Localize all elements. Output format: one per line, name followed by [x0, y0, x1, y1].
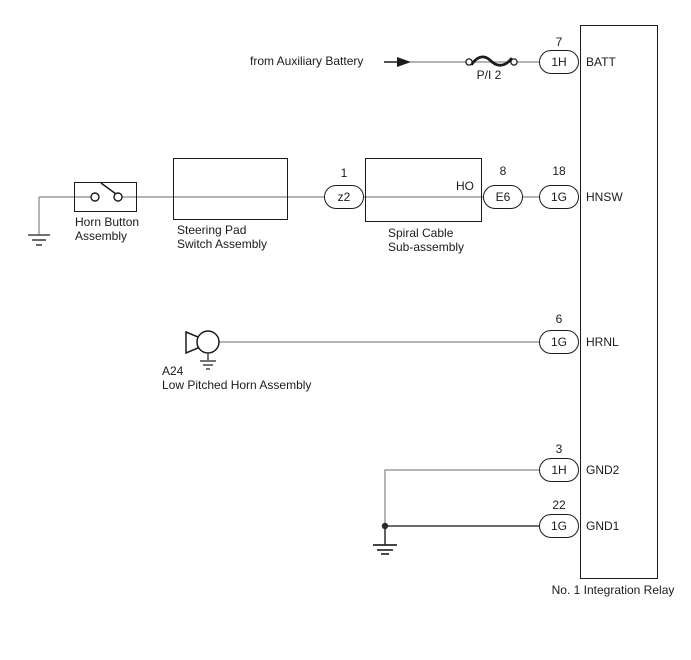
integration-relay-label: No. 1 Integration Relay: [551, 583, 675, 597]
gnd2-connector-code: 1H: [551, 463, 567, 477]
gnd2-terminal-label: GND2: [586, 463, 620, 477]
wire-gnd2: [384, 469, 541, 526]
ground-icon-main: [373, 544, 397, 555]
spiral-cable-label-line2: Sub-assembly: [388, 240, 465, 254]
spiral-cable-box: [365, 158, 482, 222]
hrnl-connector-oval: 1G: [539, 330, 579, 354]
steering-pad-label-line1: Steering Pad: [177, 223, 247, 237]
fuse-label: P/I 2: [476, 68, 502, 82]
wires-dark: [384, 525, 541, 545]
hrnl-connector-code: 1G: [550, 335, 567, 349]
fuse-icon: [465, 55, 518, 67]
battery-source-label: from Auxiliary Battery: [250, 54, 364, 68]
hnsw-connector-code: 1G: [550, 190, 567, 204]
ground-icon-horn: [200, 353, 216, 370]
batt-pin-number: 7: [555, 35, 563, 49]
gnd2-pin-number: 3: [555, 442, 563, 456]
horn-button-label-line1: Horn Button: [75, 215, 140, 229]
horn-icon: [185, 330, 220, 370]
hnsw-terminal-label: HNSW: [586, 190, 623, 204]
gnd2-connector-oval: 1H: [539, 458, 579, 482]
hrnl-pin-number: 6: [555, 312, 563, 326]
gnd1-terminal-label: GND1: [586, 519, 620, 533]
spiral-cable-label-line1: Spiral Cable: [388, 226, 454, 240]
gnd1-pin-number: 22: [552, 498, 566, 512]
hnsw-pin-number: 18: [552, 164, 566, 178]
horn-button-label-line2: Assembly: [75, 229, 128, 243]
steering-pad-box: [173, 158, 288, 220]
batt-connector-code: 1H: [551, 55, 567, 69]
gnd1-connector-code: 1G: [550, 519, 567, 533]
batt-connector-oval: 1H: [539, 50, 579, 74]
horn-code-label: A24: [162, 364, 184, 378]
hrnl-terminal-label: HRNL: [586, 335, 619, 349]
z2-connector-code: z2: [337, 190, 351, 204]
e6-connector-code: E6: [495, 190, 511, 204]
spiral-cable-wire-label: HO: [456, 179, 474, 193]
horn-button-box: [74, 182, 137, 212]
horn-assembly-label: Low Pitched Horn Assembly: [162, 378, 312, 392]
hnsw-connector-oval: 1G: [539, 185, 579, 209]
integration-relay-box: [580, 25, 658, 579]
z2-connector-oval: z2: [324, 185, 364, 209]
e6-connector-oval: E6: [483, 185, 523, 209]
arrow-icon: [384, 57, 411, 67]
switch-icon: [90, 182, 123, 202]
steering-pad-label-line2: Switch Assembly: [177, 237, 268, 251]
batt-terminal-label: BATT: [586, 55, 616, 69]
ground-icon-left: [28, 234, 50, 246]
junction-dot: [381, 522, 389, 530]
e6-pin-number: 8: [499, 164, 507, 178]
wires-gray: [38, 61, 560, 526]
z2-pin-number: 1: [340, 166, 348, 180]
gnd1-connector-oval: 1G: [539, 514, 579, 538]
